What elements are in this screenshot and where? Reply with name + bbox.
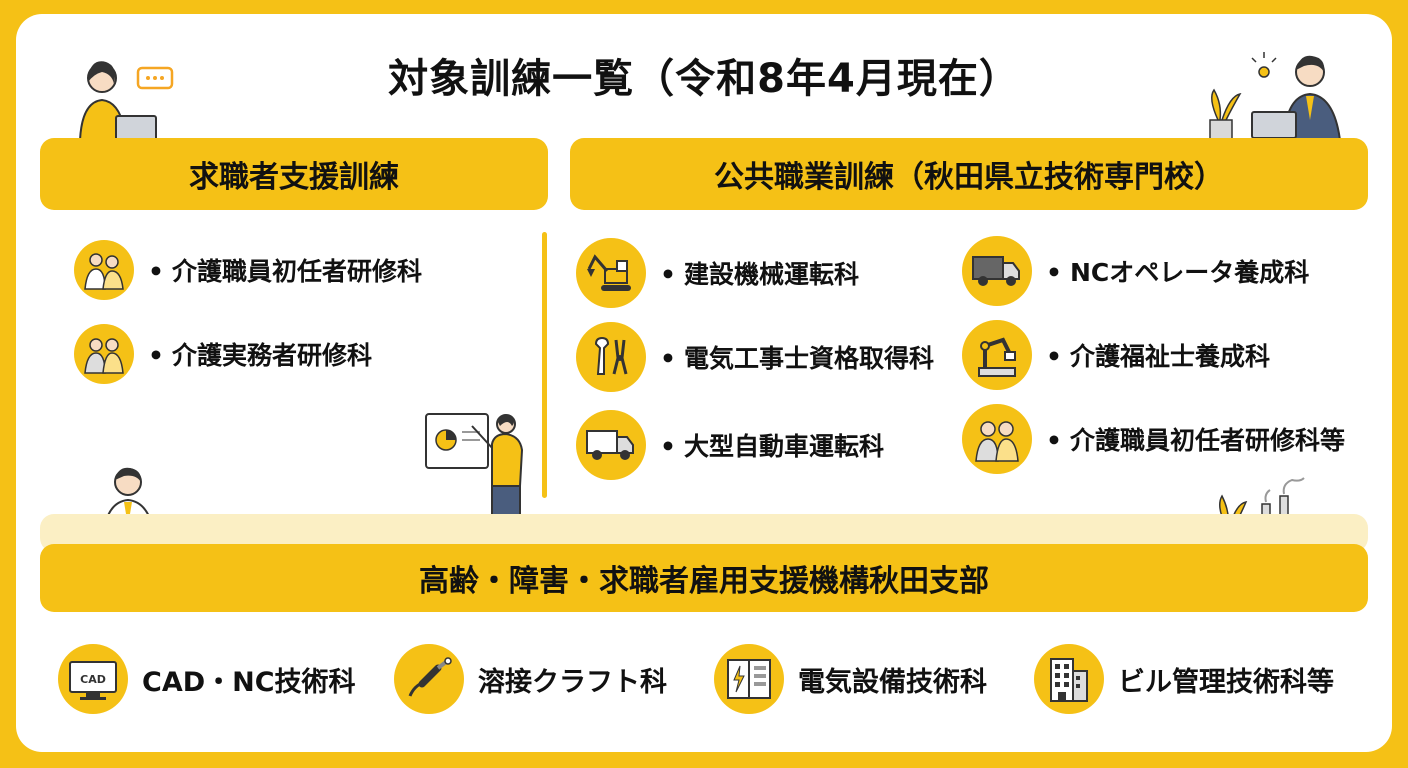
tools-icon: [576, 322, 646, 392]
list-item: •大型自動車運転科: [576, 410, 884, 480]
item-label: CAD・NC技術科: [142, 666, 356, 698]
caregiver-icon: [74, 324, 134, 384]
list-item: •介護職員初任者研修科: [74, 240, 422, 300]
woman-laptop-illustration-icon: [78, 61, 174, 142]
cad-monitor-icon: CAD: [58, 644, 128, 714]
item-label: NCオペレータ養成科: [1069, 258, 1310, 287]
item-label: 介護職員初任者研修科: [171, 257, 422, 286]
public-training-heading: 公共職業訓練（秋田県立技術専門校）: [570, 138, 1368, 210]
list-item: •介護職員初任者研修科等: [962, 404, 1345, 474]
truck-icon: [962, 236, 1032, 306]
section-divider: [542, 232, 547, 498]
item-label: 建設機械運転科: [683, 260, 859, 289]
page-title: 対象訓練一覧（令和8年4月現在）: [388, 56, 1020, 102]
truck-icon: [576, 410, 646, 480]
list-item: •NCオペレータ養成科: [962, 236, 1309, 306]
item-label: 溶接クラフト科: [478, 666, 667, 698]
list-item: •介護福祉士養成科: [962, 320, 1270, 390]
list-item: CAD CAD・NC技術科: [58, 644, 356, 714]
item-label: 電気工事士資格取得科: [683, 344, 934, 373]
item-label: 大型自動車運転科: [683, 432, 884, 461]
item-label: 介護実務者研修科: [171, 341, 372, 370]
item-label: 介護福祉士養成科: [1069, 342, 1270, 371]
list-item: •建設機械運転科: [576, 238, 859, 308]
list-item: •介護実務者研修科: [74, 324, 372, 384]
item-label: 電気設備技術科: [798, 666, 987, 698]
cad-icon-text: CAD: [80, 673, 106, 686]
list-item: 電気設備技術科: [714, 644, 987, 714]
welding-torch-icon: [394, 644, 464, 714]
item-label: ビル管理技術科等: [1118, 666, 1334, 698]
excavator-icon: [576, 238, 646, 308]
list-item: •電気工事士資格取得科: [576, 322, 934, 392]
man-laptop-illustration-icon: [1209, 52, 1342, 141]
jeed-heading: 高齢・障害・求職者雇用支援機構秋田支部: [40, 544, 1368, 612]
building-icon: [1034, 644, 1104, 714]
robot-arm-icon: [962, 320, 1032, 390]
list-item: 溶接クラフト科: [394, 644, 667, 714]
caregiver-icon: [74, 240, 134, 300]
caregiver-icon: [962, 404, 1032, 474]
item-label: 介護職員初任者研修科等: [1069, 426, 1345, 455]
jobseeker-training-heading: 求職者支援訓練: [40, 138, 548, 210]
main-card: [16, 14, 1392, 752]
list-item: ビル管理技術科等: [1034, 644, 1334, 714]
presenter-illustration-icon: [425, 413, 524, 516]
electrical-panel-icon: [714, 644, 784, 714]
